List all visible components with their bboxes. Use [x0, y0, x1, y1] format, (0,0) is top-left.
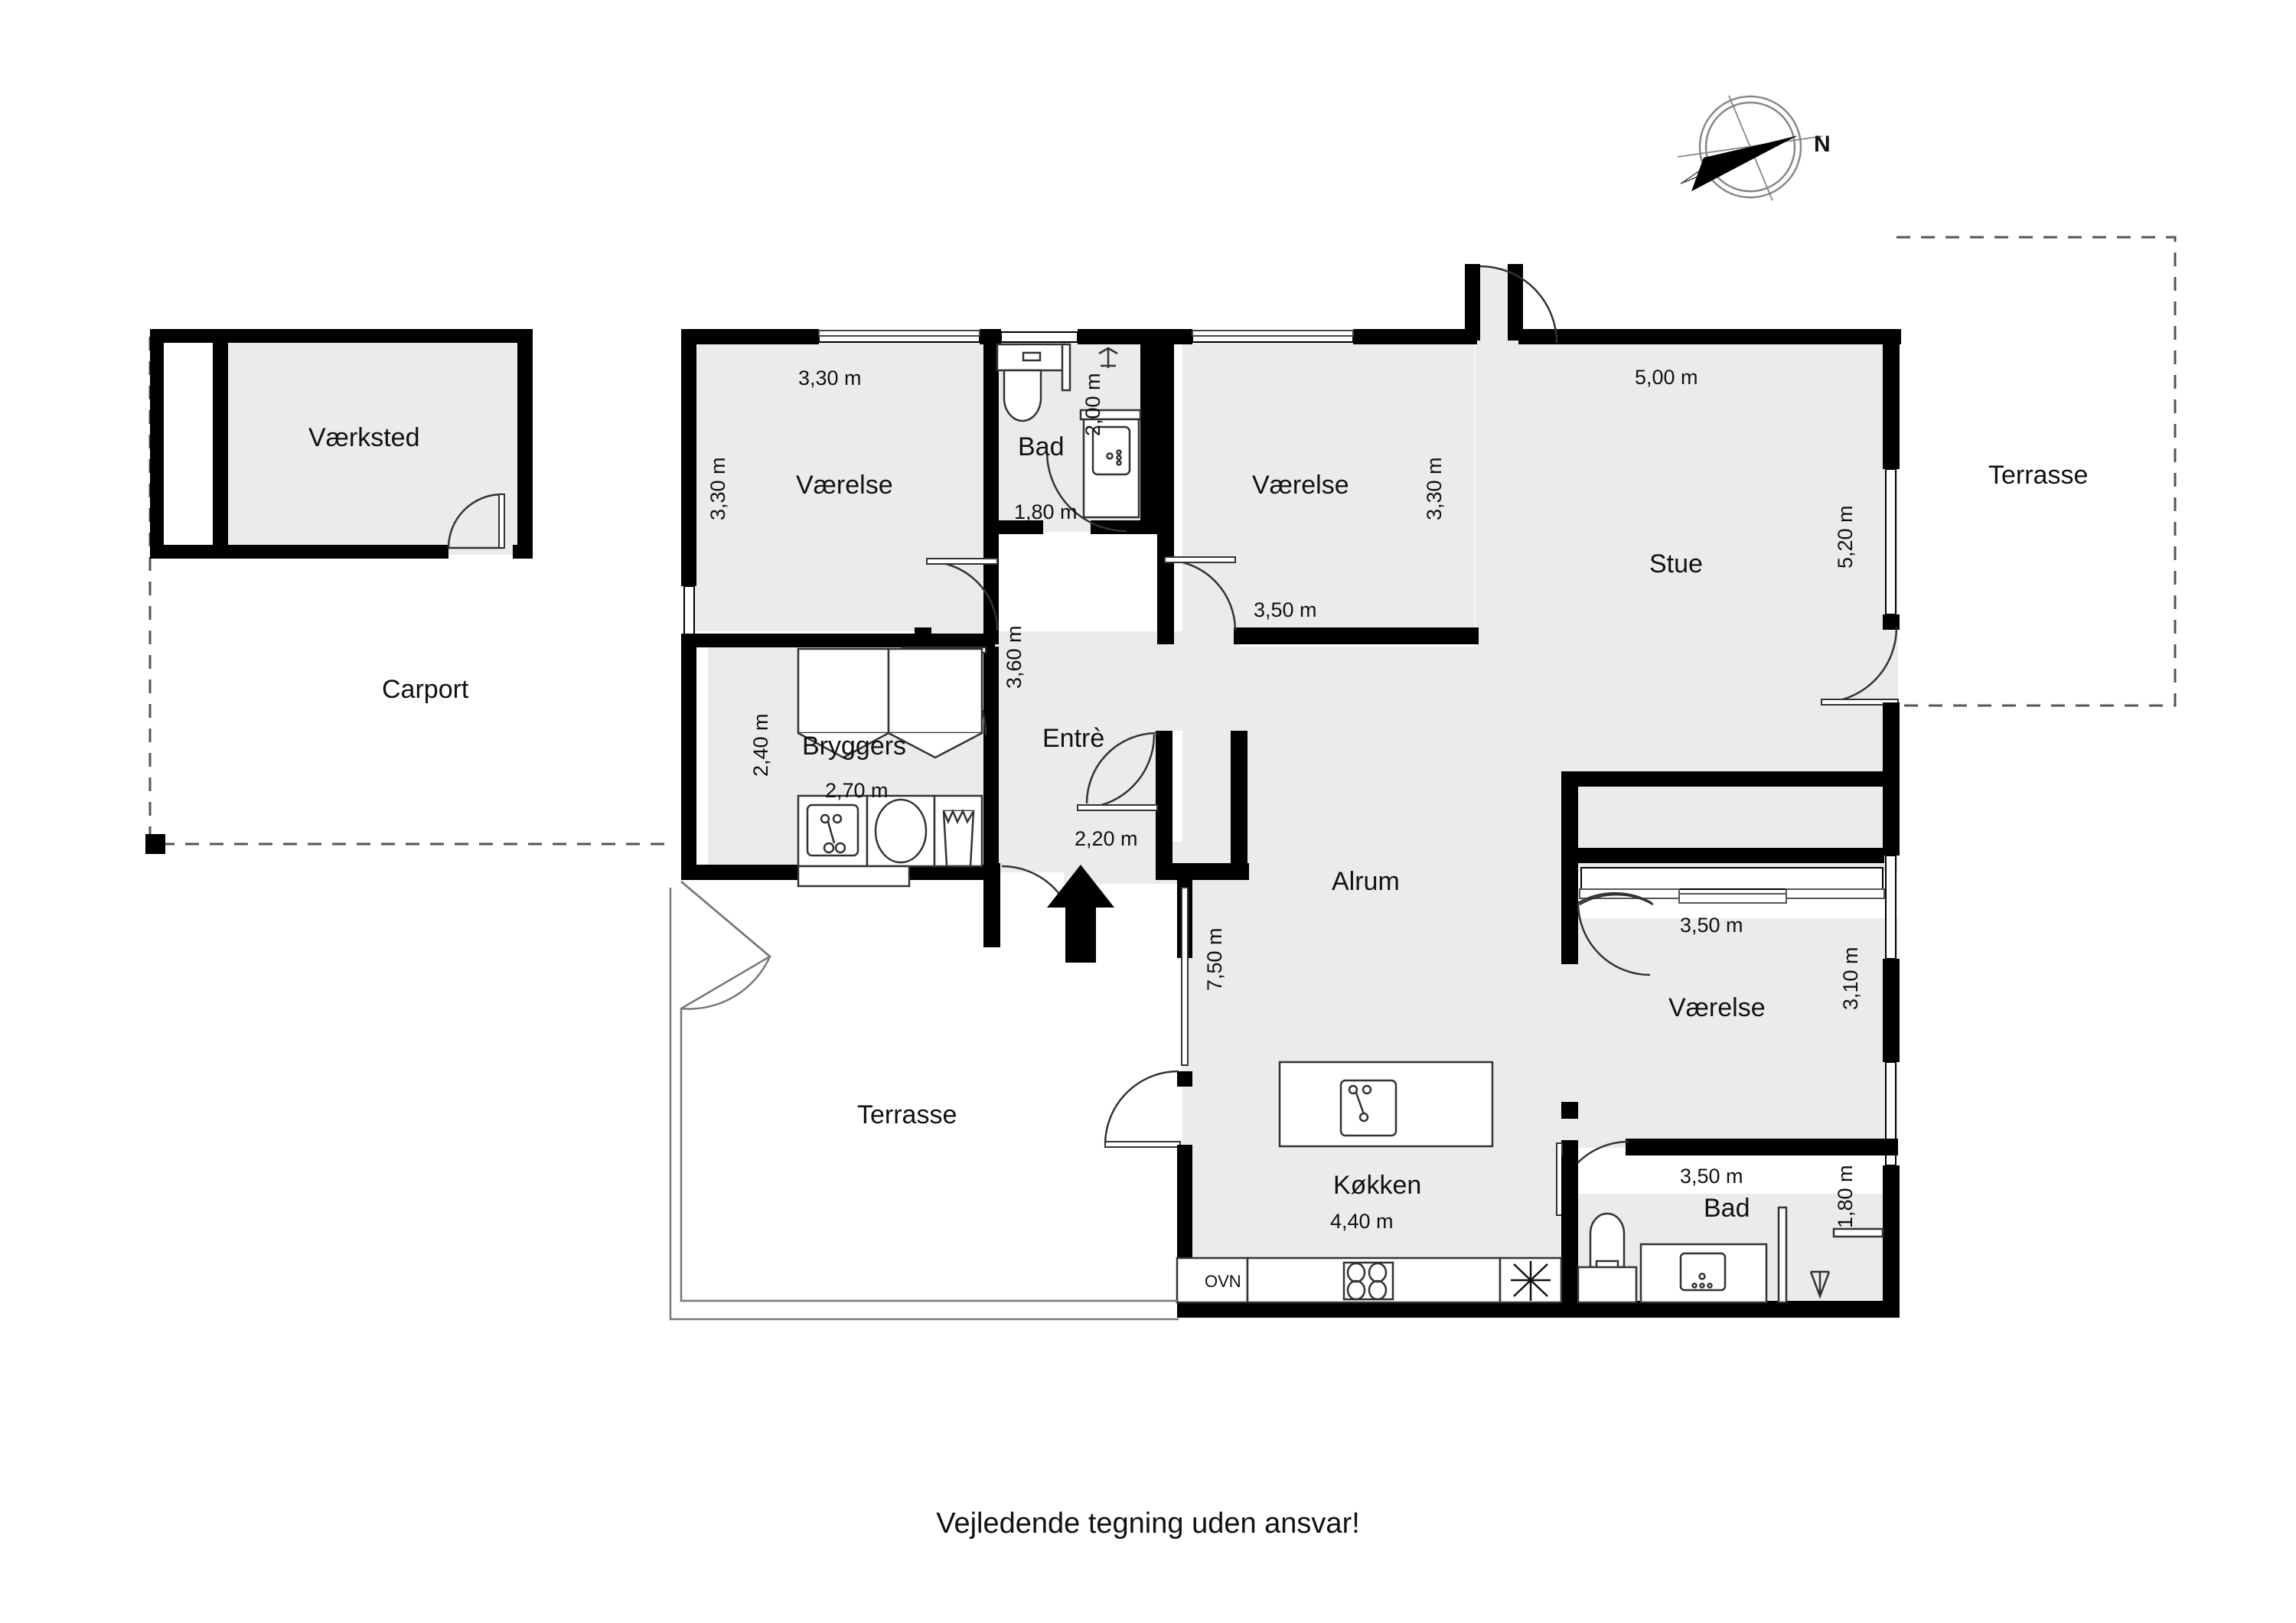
- dryer: [866, 794, 936, 868]
- shower-drain-north-icon: [1098, 347, 1118, 368]
- terrasse-door-swing: [680, 956, 771, 1010]
- dim-stue-h: 5,20 m: [1834, 505, 1857, 569]
- compass-rose: [1677, 95, 1823, 201]
- dim-bad-n-w: 1,80 m: [1014, 500, 1078, 523]
- dim-vaerelse-se-h: 3,10 m: [1839, 947, 1862, 1010]
- room-label-terrasse-south: Terrasse: [857, 1100, 957, 1129]
- dim-vaerelse-nw-h: 3,30 m: [706, 457, 729, 520]
- room-label-alrum: Alrum: [1332, 867, 1400, 896]
- room-label-terrasse-east: Terrasse: [1988, 461, 2088, 490]
- dim-entre-h: 3,60 m: [1003, 625, 1026, 689]
- bad-north-fixtures: [996, 343, 1142, 519]
- bad-se-fixtures: [1577, 1206, 1884, 1304]
- compass-north-label: N: [1814, 132, 1831, 157]
- windows: [818, 330, 1354, 337]
- dim-vaerelse-se-w: 3,50 m: [1680, 914, 1743, 937]
- oven-label: OVN: [1205, 1272, 1241, 1291]
- room-label-entre: Entrè: [1042, 724, 1104, 753]
- kitchen-vent-icon: [1511, 1261, 1551, 1301]
- bryggers-cabinets: [797, 647, 983, 759]
- dim-kokken-w: 4,40 m: [1330, 1210, 1394, 1233]
- dim-bryggers-h: 2,40 m: [749, 713, 772, 777]
- dim-entre-w: 2,20 m: [1075, 827, 1138, 850]
- dim-bad-se-w: 3,50 m: [1680, 1165, 1743, 1188]
- dim-vaerelse-nw-w: 3,30 m: [798, 367, 862, 389]
- shower-drain-south-icon: [1809, 1270, 1831, 1299]
- drawing-caption: Vejledende tegning uden ansvar!: [936, 1507, 1360, 1540]
- walls: [150, 264, 1901, 1318]
- entrance-direction-arrow: [1047, 865, 1114, 963]
- room-label-vaerelse-n: Værelse: [1252, 471, 1349, 500]
- room-label-bad-n: Bad: [1018, 432, 1065, 461]
- room-label-vaerksted: Værksted: [308, 423, 420, 452]
- toilet-north: [1003, 369, 1042, 422]
- room-label-stue: Stue: [1649, 549, 1703, 578]
- dim-bad-n-h: 2,00 m: [1081, 373, 1104, 436]
- room-label-bryggers: Bryggers: [802, 732, 906, 761]
- laundry-basket: [933, 794, 983, 868]
- dim-vaerelse-n-w: 3,50 m: [1254, 598, 1317, 621]
- dim-bad-se-h: 1,80 m: [1834, 1165, 1857, 1228]
- room-label-vaerelse-nw: Værelse: [796, 471, 893, 500]
- room-label-carport: Carport: [382, 675, 469, 704]
- bryggers-appliances: [797, 794, 983, 888]
- dim-stue-w: 5,00 m: [1635, 366, 1698, 389]
- dim-vaerelse-n-h: 3,30 m: [1423, 457, 1446, 520]
- room-label-bad-se: Bad: [1704, 1194, 1750, 1223]
- dim-bryggers-w: 2,70 m: [825, 779, 889, 802]
- room-label-vaerelse-se: Værelse: [1668, 993, 1766, 1022]
- dim-alrum-h: 7,50 m: [1203, 927, 1226, 991]
- room-label-kokken: Køkken: [1333, 1171, 1421, 1200]
- carport-corner-post: [145, 834, 165, 854]
- toilet-south: [1589, 1212, 1626, 1269]
